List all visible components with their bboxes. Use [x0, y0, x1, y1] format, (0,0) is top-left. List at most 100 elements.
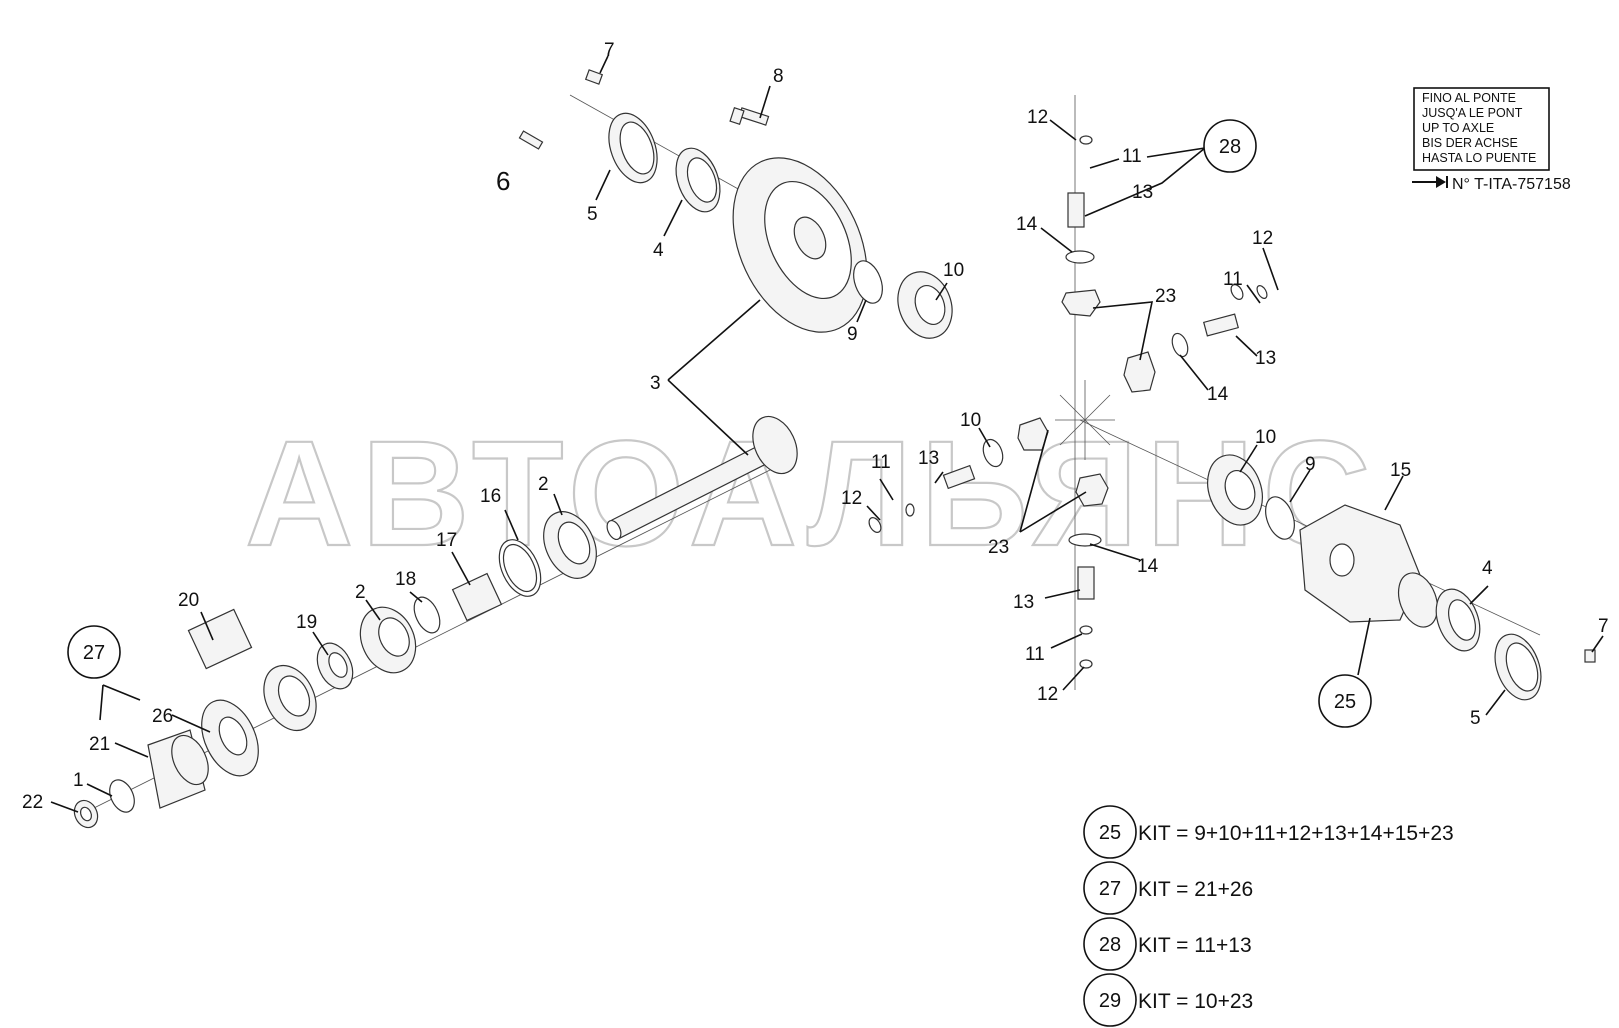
label-23-top: 23 [1155, 286, 1176, 307]
spacer-17 [451, 572, 503, 622]
bearing-2-upper [543, 511, 597, 579]
label-13-a: 13 [1132, 182, 1153, 203]
kit-row-28: 28 KIT = 11+13 [1083, 917, 1252, 971]
label-8: 8 [773, 66, 784, 87]
label-13-c: 13 [918, 448, 939, 469]
seal-20 [187, 608, 253, 670]
label-10-mid: 10 [960, 410, 981, 431]
ring-16 [498, 539, 542, 597]
kit-text-28: KIT = 11+13 [1138, 934, 1252, 957]
label-9-right: 9 [1305, 454, 1316, 475]
label-11-a: 11 [1122, 146, 1142, 167]
bolt-6 [518, 130, 544, 150]
label-5-top: 5 [587, 204, 598, 225]
side-gear-10-top [897, 271, 953, 339]
label-18: 18 [395, 569, 416, 590]
nut-22 [73, 799, 99, 829]
label-14-a: 14 [1016, 214, 1038, 235]
note-line-3: UP TO AXLE [1422, 121, 1494, 135]
bolt-7-right [1584, 649, 1596, 663]
label-11-c: 11 [871, 452, 891, 473]
label-15: 15 [1390, 460, 1411, 481]
label-21: 21 [89, 734, 110, 755]
note-line-5: HASTA LO PUENTE [1422, 151, 1536, 165]
shield-26 [201, 699, 259, 777]
bearing-4-top [675, 147, 721, 213]
bolt-8 [729, 107, 770, 126]
label-3: 3 [650, 373, 661, 394]
kit-row-29: 29 KIT = 10+23 [1083, 973, 1253, 1027]
flange-21 [147, 729, 209, 809]
label-16: 16 [480, 486, 501, 507]
svg-text:28: 28 [1219, 136, 1241, 158]
washer-9-right [1265, 496, 1295, 540]
o-ring-1 [109, 779, 135, 813]
label-11-d: 11 [1025, 644, 1045, 665]
svg-text:27: 27 [1099, 878, 1121, 900]
side-gear-10-right [1207, 454, 1263, 526]
note-line-4: BIS DER ACHSE [1422, 136, 1518, 150]
note-line-1: FINO AL PONTE [1422, 91, 1516, 105]
label-12-b: 12 [1252, 228, 1273, 249]
ring-nut-5-right [1494, 633, 1542, 701]
kit-row-27: 27 KIT = 21+26 [1083, 861, 1253, 915]
label-2-lower: 2 [355, 582, 366, 603]
ring-18 [413, 596, 441, 634]
kit-text-27: KIT = 21+26 [1138, 878, 1253, 901]
dust-ring [263, 664, 317, 732]
label-13-d: 13 [1013, 592, 1034, 613]
label-23-bottom: 23 [988, 537, 1009, 558]
arrow-right-icon [1412, 176, 1448, 188]
label-26: 26 [152, 706, 173, 727]
label-13-b: 13 [1255, 348, 1276, 369]
label-20: 20 [178, 590, 199, 611]
callout-27: 27 [67, 625, 121, 679]
note-reference: N° T-ITA-757158 [1452, 176, 1571, 193]
label-6: 6 [496, 166, 510, 196]
label-17: 17 [436, 530, 457, 551]
callout-25: 25 [1318, 674, 1372, 728]
label-4-right: 4 [1482, 558, 1493, 579]
watermark: АВТОАЛЬЯНС [245, 409, 1379, 577]
bolt-7-top [584, 69, 604, 85]
label-10-right: 10 [1255, 427, 1276, 448]
label-7-top: 7 [604, 40, 615, 61]
kit-legend: 25 KIT = 9+10+11+12+13+14+15+23 27 KIT =… [1083, 805, 1454, 1027]
svg-text:28: 28 [1099, 934, 1121, 956]
kit-text-29: KIT = 10+23 [1138, 990, 1253, 1013]
label-14-c: 14 [1137, 556, 1159, 577]
bearing-4-right [1435, 588, 1481, 652]
label-5-right: 5 [1470, 708, 1481, 729]
pinion-shaft [606, 415, 798, 541]
differential-case-15 [1299, 504, 1439, 628]
nut-19 [316, 642, 354, 690]
svg-text:27: 27 [83, 642, 105, 664]
label-7-right: 7 [1598, 616, 1609, 637]
label-2-upper: 2 [538, 474, 549, 495]
label-12-c: 12 [841, 488, 862, 509]
bearing-2-lower [359, 606, 417, 674]
kit-row-25: 25 KIT = 9+10+11+12+13+14+15+23 [1083, 805, 1454, 859]
label-1: 1 [73, 770, 84, 791]
svg-text:25: 25 [1334, 691, 1356, 713]
label-10-top: 10 [943, 260, 964, 281]
svg-text:25: 25 [1099, 822, 1121, 844]
crown-wheel-3 [732, 157, 868, 333]
ring-nut-5-top [608, 112, 658, 184]
label-11-b: 11 [1223, 269, 1243, 290]
axle-note-box: FINO AL PONTE JUSQ'A LE PONT UP TO AXLE … [1413, 87, 1550, 171]
label-4-top: 4 [653, 240, 664, 261]
spider-cross [1055, 380, 1115, 460]
part-number-labels: 7 8 6 5 4 3 9 10 12 11 13 14 23 12 11 13… [22, 40, 1609, 813]
kit-text-25: KIT = 9+10+11+12+13+14+15+23 [1138, 822, 1454, 845]
label-19: 19 [296, 612, 317, 633]
callout-28: 28 [1203, 119, 1257, 173]
leader-lines [50, 55, 1604, 813]
label-12-a: 12 [1027, 107, 1048, 128]
label-12-d: 12 [1037, 684, 1058, 705]
label-9-top: 9 [847, 324, 858, 345]
label-22: 22 [22, 792, 43, 813]
spider-stack-parts [868, 135, 1268, 669]
